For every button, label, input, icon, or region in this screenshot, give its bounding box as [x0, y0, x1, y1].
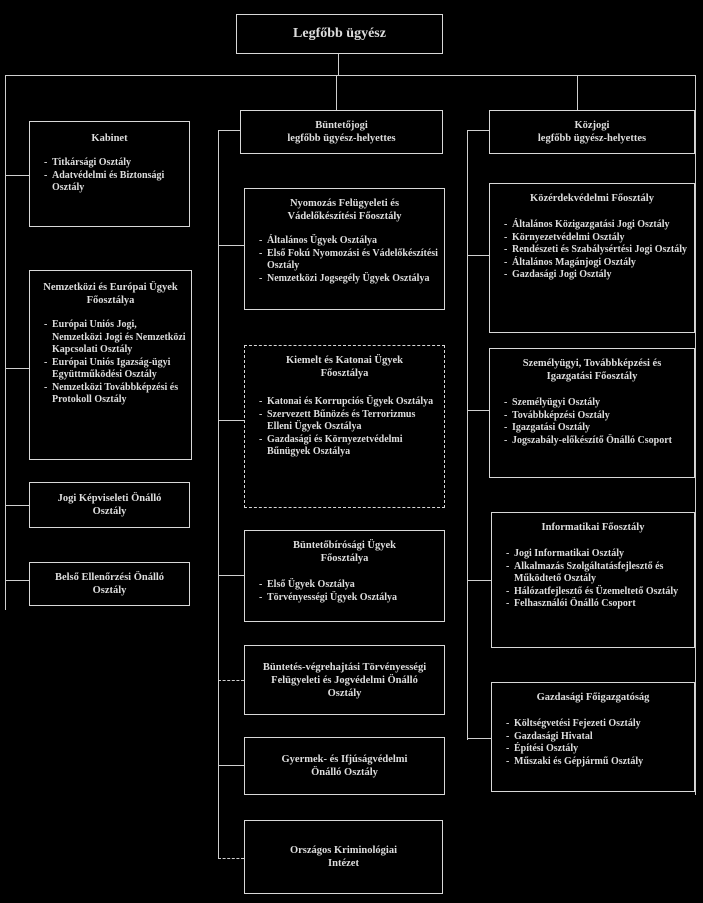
buntetes-vegrehajtasi-node: Büntetés-végrehajtási Törvényességi Felü… [244, 645, 445, 715]
kabinet-node: Kabinet Titkársági Osztály Adatvédelmi é… [29, 121, 190, 227]
connector-nyomozas [218, 245, 244, 246]
nyomozas-item-1: Első Fokú Nyomozási és Vádelőkészítési O… [259, 248, 440, 273]
szemelyugyi-items: Személyügyi Osztály Továbbképzési Osztál… [494, 397, 690, 447]
buntetobirosagi-item-1: Törvényességi Ügyek Osztálya [259, 592, 440, 605]
nyomozas-node: Nyomozás Felügyeleti és Vádelőkészítési … [244, 188, 445, 310]
connector-left-vertical [5, 75, 6, 610]
jogi-kepviseleti-node: Jogi Képviseleti Önálló Osztály [29, 482, 190, 528]
gazdasagi-item-1: Gazdasági Hivatal [506, 731, 690, 744]
gazdasagi-items: Költségvetési Fejezeti Osztály Gazdasági… [496, 718, 690, 768]
kozerdekvedelmi-item-0: Általános Közigazgatási Jogi Osztály [504, 219, 690, 232]
okri-title: Országos Kriminológiai Intézet [289, 845, 398, 869]
kozerdekvedelmi-item-2: Rendészeti és Szabálysértési Jogi Osztál… [504, 244, 690, 257]
kabinet-title: Kabinet [91, 133, 128, 144]
kozerdekvedelmi-item-4: Gazdasági Jogi Osztály [504, 269, 690, 282]
connector-kabinet [5, 175, 29, 176]
connector-root-down [338, 53, 339, 75]
gazdasagi-item-2: Építési Osztály [506, 743, 690, 756]
connector-kiemelt [218, 420, 244, 421]
connector-jogi [5, 505, 29, 506]
criminal-deputy-title: Büntetőjogi legfőbb ügyész-helyettes [287, 120, 396, 144]
connector-gyermek [218, 765, 244, 766]
nyomozas-items: Általános Ügyek Osztálya Első Fokú Nyomo… [249, 235, 440, 285]
nyomozas-item-0: Általános Ügyek Osztálya [259, 235, 440, 248]
kiemelt-items: Katonai és Korrupciós Ügyek Osztálya Sze… [249, 396, 440, 459]
szemelyugyi-item-2: Igazgatási Osztály [504, 422, 690, 435]
kiemelt-node: Kiemelt és Katonai Ügyek Főosztálya Kato… [244, 345, 445, 508]
connector-buntetes [218, 680, 244, 681]
informatikai-item-3: Felhasználói Önálló Csoport [506, 598, 690, 611]
belso-ellenorzesi-node: Belső Ellenőrzési Önálló Osztály [29, 562, 190, 606]
public-deputy-title: Közjogi legfőbb ügyész-helyettes [537, 120, 647, 144]
kozerdekvedelmi-node: Közérdekvédelmi Főosztály Általános Közi… [489, 183, 695, 333]
kozerdekvedelmi-item-3: Általános Magánjogi Osztály [504, 257, 690, 270]
connector-public-up [577, 75, 578, 110]
connector-right-top [467, 130, 489, 131]
buntetobirosagi-item-0: Első Ügyek Osztálya [259, 579, 440, 592]
buntetobirosagi-node: Büntetőbírósági Ügyek Főosztálya Első Üg… [244, 530, 445, 622]
gazdasagi-title: Gazdasági Főigazgatóság [536, 692, 650, 703]
kiemelt-item-2: Gazdasági és Környezetvédelmi Bűnügyek O… [259, 434, 440, 459]
gyermek-title: Gyermek- és Ifjúságvédelmi Önálló Osztál… [281, 754, 408, 778]
buntetobirosagi-items: Első Ügyek Osztálya Törvényességi Ügyek … [249, 579, 440, 604]
informatikai-node: Informatikai Főosztály Jogi Informatikai… [491, 512, 695, 648]
informatikai-items: Jogi Informatikai Osztály Alkalmazás Szo… [496, 548, 690, 611]
szemelyugyi-item-1: Továbbképzési Osztály [504, 410, 690, 423]
belso-ellenorzesi-title: Belső Ellenőrzési Önálló Osztály [54, 572, 165, 596]
buntetes-vegrehajtasi-title: Büntetés-végrehajtási Törvényességi Felü… [262, 661, 427, 699]
connector-center-vertical [218, 130, 219, 858]
nemzetkozi-title: Nemzetközi és Európai Ügyek Főosztálya [43, 282, 178, 306]
kabinet-item-0: Titkársági Osztály [44, 157, 185, 170]
nyomozas-title: Nyomozás Felügyeleti és Vádelőkészítési … [287, 198, 402, 222]
kozerdekvedelmi-title: Közérdekvédelmi Főosztály [530, 193, 654, 204]
okri-node: Országos Kriminológiai Intézet [244, 820, 443, 894]
kozerdekvedelmi-item-1: Környezetvédelmi Osztály [504, 232, 690, 245]
root-node: Legfőbb ügyész [236, 14, 443, 54]
szemelyugyi-title: Személyügyi, Továbbképzési és Igazgatási… [522, 358, 662, 382]
gazdasagi-node: Gazdasági Főigazgatóság Költségvetési Fe… [491, 682, 695, 792]
connector-top-horizontal [5, 75, 695, 76]
connector-center-top [218, 130, 240, 131]
informatikai-item-2: Hálózatfejlesztő és Üzemeltető Osztály [506, 586, 690, 599]
connector-okri [218, 858, 244, 859]
connector-informatikai [467, 580, 491, 581]
kiemelt-item-0: Katonai és Korrupciós Ügyek Osztálya [259, 396, 440, 409]
criminal-deputy-node: Büntetőjogi legfőbb ügyész-helyettes [240, 110, 443, 154]
nemzetkozi-node: Nemzetközi és Európai Ügyek Főosztálya E… [29, 270, 192, 460]
gazdasagi-item-0: Költségvetési Fejezeti Osztály [506, 718, 690, 731]
connector-criminal-up [336, 75, 337, 110]
kiemelt-item-1: Szervezett Bűnözés és Terrorizmus Elleni… [259, 409, 440, 434]
connector-right-border [695, 75, 696, 795]
connector-gazdasagi [467, 738, 491, 739]
nyomozas-item-2: Nemzetközi Jogsegély Ügyek Osztálya [259, 273, 440, 286]
connector-kozerdek [467, 255, 489, 256]
szemelyugyi-item-0: Személyügyi Osztály [504, 397, 690, 410]
informatikai-item-0: Jogi Informatikai Osztály [506, 548, 690, 561]
kabinet-items: Titkársági Osztály Adatvédelmi és Bizton… [34, 157, 185, 195]
nemzetkozi-item-0: Európai Uniós Jogi, Nemzetközi Jogi és N… [44, 319, 187, 357]
jogi-kepviseleti-title: Jogi Képviseleti Önálló Osztály [57, 493, 162, 517]
nemzetkozi-items: Európai Uniós Jogi, Nemzetközi Jogi és N… [34, 319, 187, 407]
connector-buntetobirosagi [218, 575, 244, 576]
szemelyugyi-item-3: Jogszabály-előkészítő Önálló Csoport [504, 435, 690, 448]
public-deputy-node: Közjogi legfőbb ügyész-helyettes [489, 110, 695, 154]
szemelyugyi-node: Személyügyi, Továbbképzési és Igazgatási… [489, 348, 695, 478]
nemzetkozi-item-2: Nemzetközi Továbbképzési és Protokoll Os… [44, 382, 187, 407]
nemzetkozi-item-1: Európai Uniós Igazság-ügyi Együttműködés… [44, 357, 187, 382]
buntetobirosagi-title: Büntetőbírósági Ügyek Főosztálya [293, 540, 396, 564]
root-title: Legfőbb ügyész [293, 26, 386, 41]
gazdasagi-item-3: Műszaki és Gépjármű Osztály [506, 756, 690, 769]
connector-belso [5, 580, 29, 581]
kozerdekvedelmi-items: Általános Közigazgatási Jogi Osztály Kör… [494, 219, 690, 282]
informatikai-item-1: Alkalmazás Szolgáltatásfejlesztő és Műkö… [506, 561, 690, 586]
kabinet-item-1: Adatvédelmi és Biztonsági Osztály [44, 170, 185, 195]
connector-right-vertical [467, 130, 468, 740]
informatikai-title: Informatikai Főosztály [541, 522, 645, 533]
connector-nemzetkozi [5, 368, 29, 369]
gyermek-node: Gyermek- és Ifjúságvédelmi Önálló Osztál… [244, 737, 445, 795]
connector-szemely [467, 410, 489, 411]
kiemelt-title: Kiemelt és Katonai Ügyek Főosztálya [286, 355, 403, 379]
